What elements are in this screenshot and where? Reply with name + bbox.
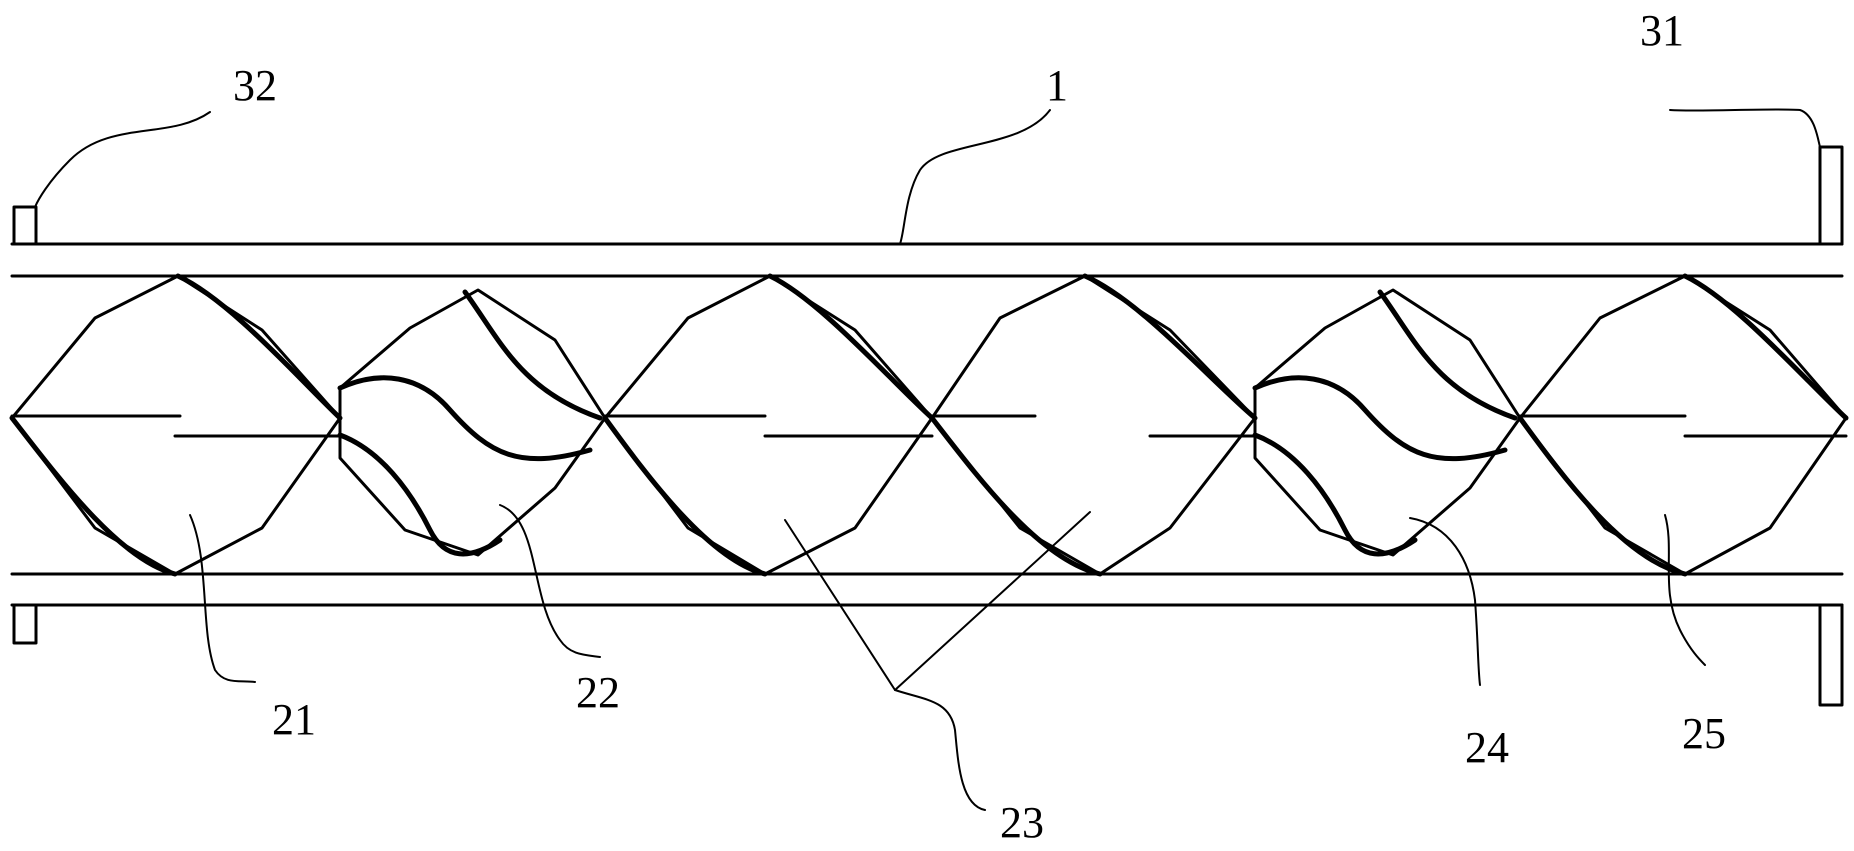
twisted-element-24 <box>1252 288 1522 557</box>
label-31: 31 <box>1640 6 1684 55</box>
flange-left-bottom <box>12 603 38 645</box>
leader-23b <box>894 511 1091 691</box>
flange-right <box>1818 145 1844 707</box>
label-1: 1 <box>1046 61 1068 110</box>
twisted-element-25 <box>1517 273 1849 577</box>
leader-23 <box>894 689 986 811</box>
twisted-element-23 <box>602 273 1258 577</box>
label-21: 21 <box>272 695 316 744</box>
leader-23a <box>784 519 896 691</box>
flange-right-top <box>1818 145 1844 246</box>
label-22: 22 <box>576 668 620 717</box>
leader-1 <box>899 109 1051 245</box>
leader-22 <box>499 504 601 658</box>
leader-31 <box>1669 108 1821 148</box>
leader-lines <box>34 108 1821 811</box>
twisted-element-22 <box>337 288 607 557</box>
reference-labels: 1 32 31 21 22 23 24 25 <box>233 6 1726 847</box>
flange-left-top <box>12 205 38 246</box>
leader-32 <box>34 111 211 208</box>
label-25: 25 <box>1682 709 1726 758</box>
tube-body <box>10 242 1844 607</box>
leader-25 <box>1664 514 1706 666</box>
leader-21 <box>189 514 256 683</box>
twisted-element-21 <box>9 273 343 577</box>
label-24: 24 <box>1465 723 1509 772</box>
label-23: 23 <box>1000 798 1044 846</box>
label-32: 32 <box>233 61 277 110</box>
leader-24 <box>1409 517 1481 686</box>
flange-left <box>12 205 38 645</box>
flange-right-bottom <box>1818 603 1844 707</box>
